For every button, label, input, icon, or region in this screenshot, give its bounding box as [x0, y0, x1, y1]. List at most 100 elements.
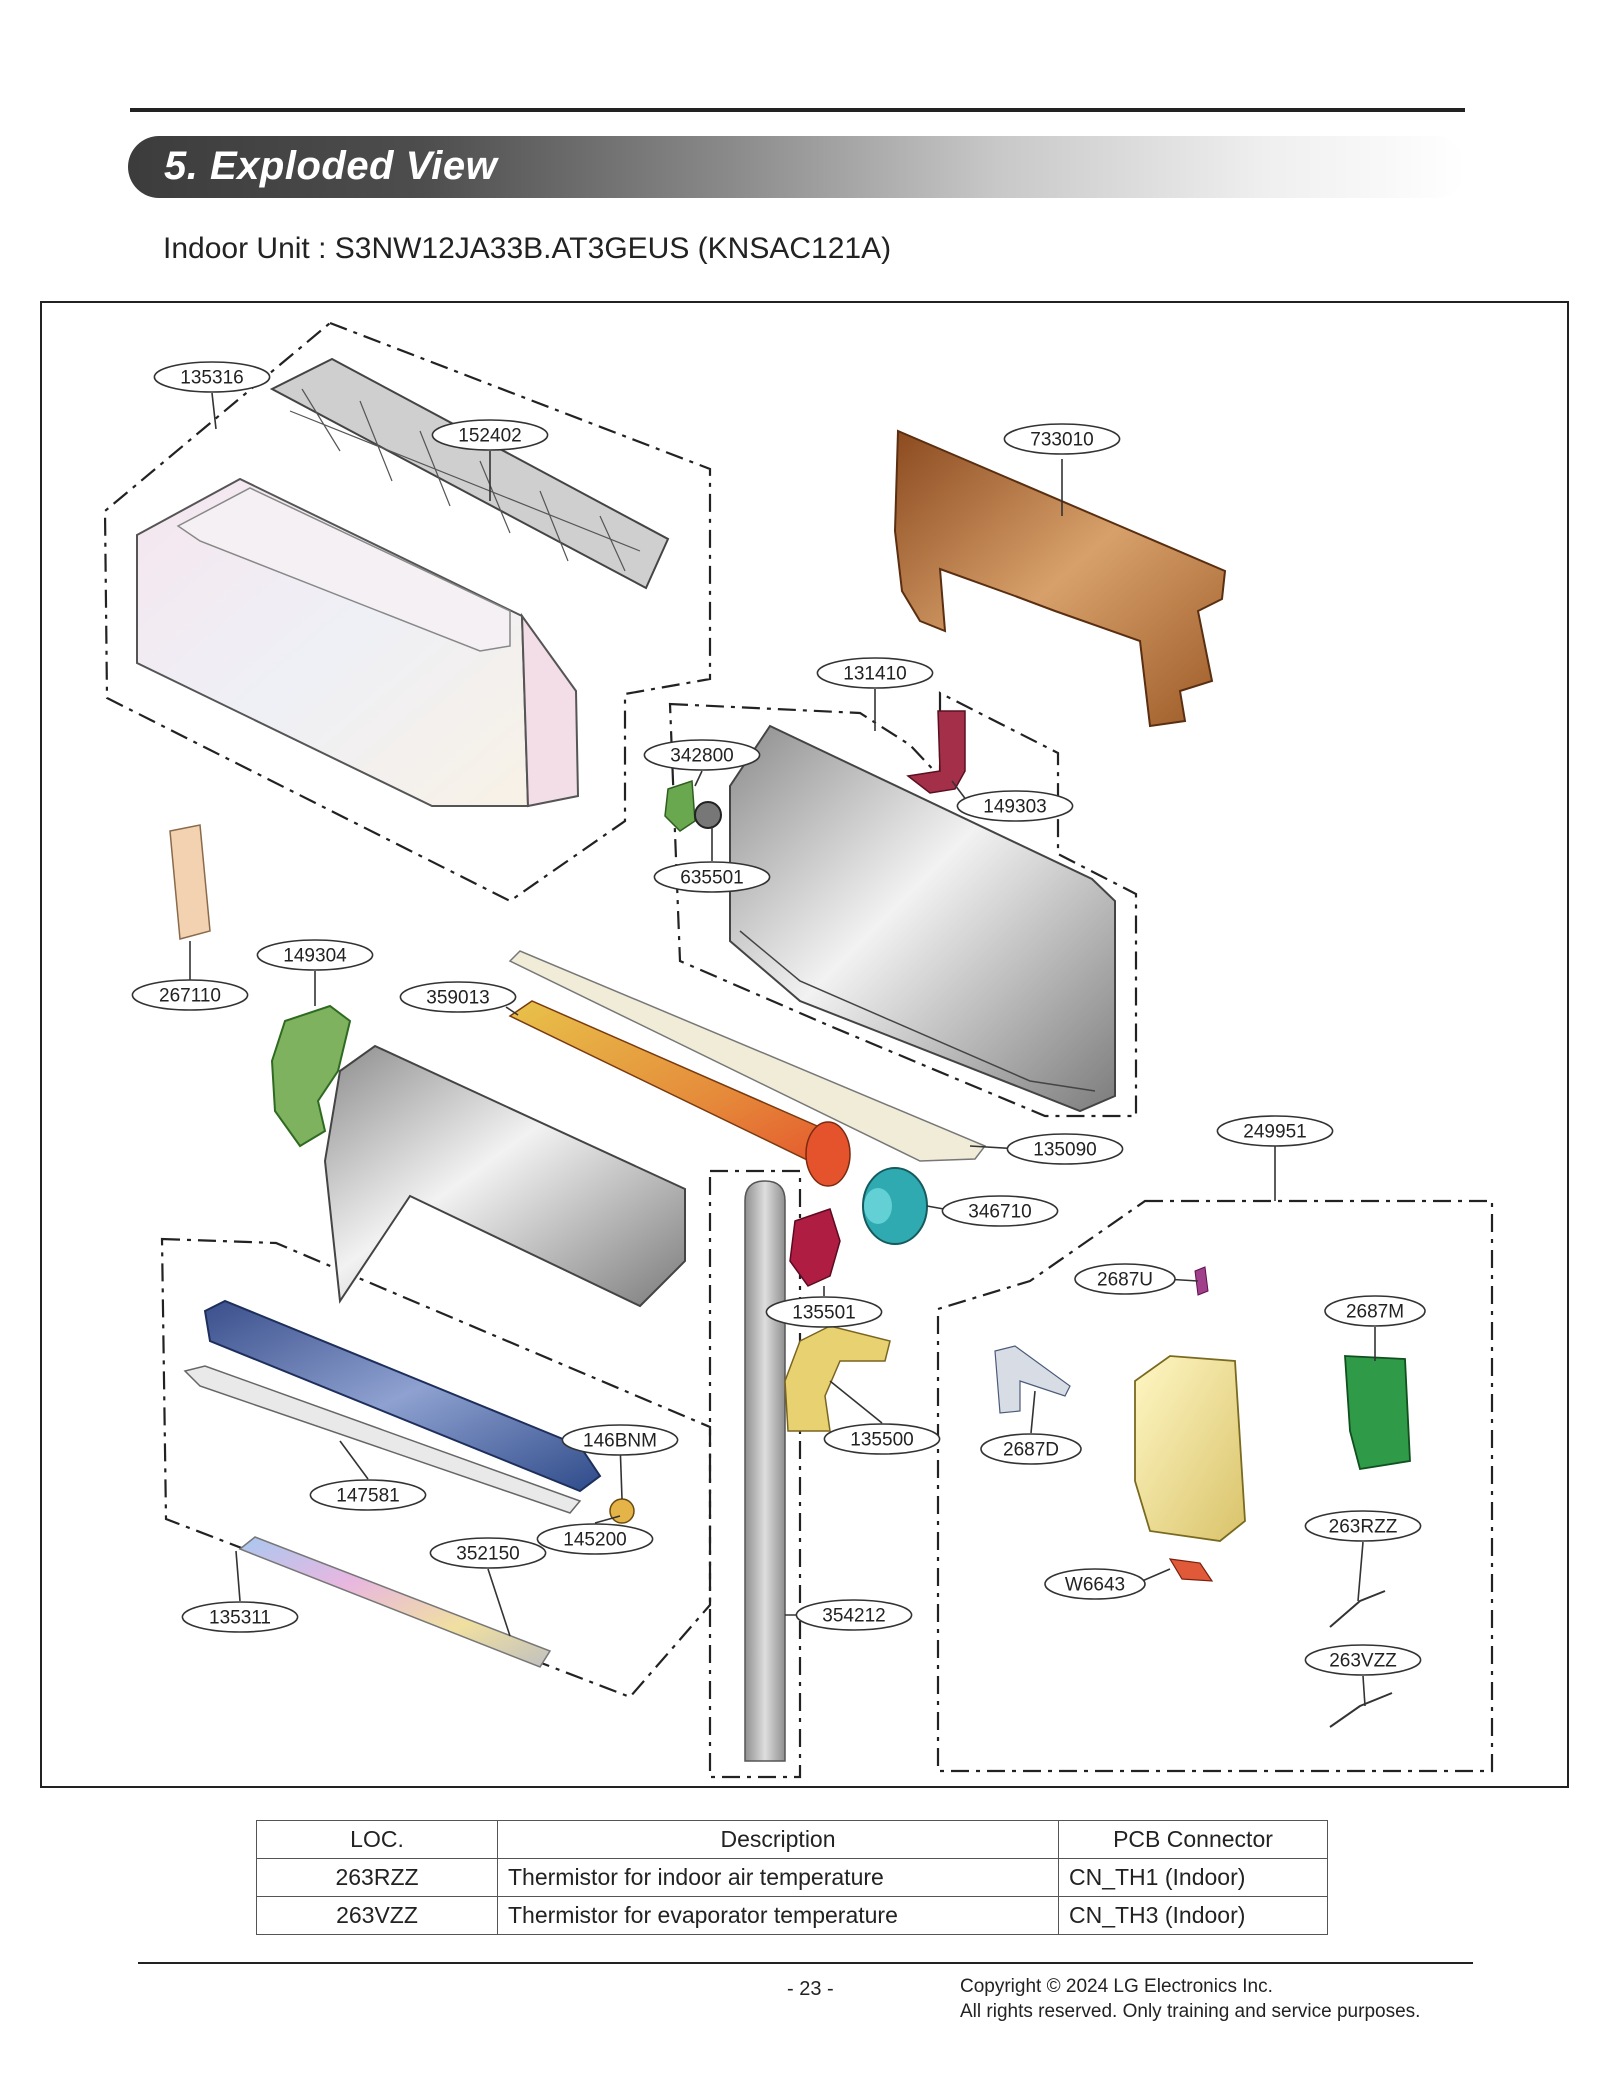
bearing-holder-illustration [664, 779, 696, 832]
part-callout-147581: 147581 [309, 1479, 427, 1511]
thermistor-263RZZ-illustration [1329, 1590, 1386, 1628]
part-callout-152402: 152402 [431, 419, 549, 451]
page-number: - 23 - [787, 1978, 834, 2000]
connector-W6643-illustration [1168, 1558, 1214, 1582]
part-callout-135090: 135090 [1006, 1133, 1124, 1165]
callout-label: 149303 [983, 797, 1046, 818]
callout-label: 147581 [336, 1486, 399, 1507]
callout-oval [1304, 1510, 1422, 1542]
duct-149303-illustration [906, 710, 966, 794]
callout-label: 149304 [283, 946, 347, 967]
bearing-illustration [694, 801, 722, 829]
callout-label: 135316 [180, 368, 243, 389]
callout-label: 146BNM [583, 1431, 657, 1452]
callout-oval [1044, 1568, 1146, 1600]
callout-oval [181, 1601, 299, 1633]
callout-oval [131, 979, 249, 1011]
front-panel-illustration [136, 477, 580, 808]
callout-label: 352150 [456, 1544, 519, 1565]
main-pcb-2687M-illustration [1344, 1355, 1411, 1471]
table-cell-description: Thermistor for evaporator temperature [497, 1896, 1059, 1935]
callout-label: 635501 [680, 868, 743, 889]
drain-hose-illustration [744, 1180, 786, 1762]
table-cell-connector: CN_TH3 (Indoor) [1058, 1896, 1328, 1935]
drain-tray-illustration [508, 950, 987, 1162]
callout-oval [653, 861, 771, 893]
callout-label: 733010 [1030, 430, 1093, 451]
table-cell-loc: 263RZZ [256, 1858, 498, 1897]
top-rule [130, 108, 1465, 112]
thermistor-263VZZ-illustration [1329, 1692, 1393, 1728]
part-callout-149303: 149303 [956, 790, 1074, 822]
part-callout-267110: 267110 [131, 979, 249, 1011]
part-callout-733010: 733010 [1003, 423, 1121, 455]
callout-label: 2687D [1003, 1440, 1059, 1461]
part-callout-W6643: W6643 [1044, 1568, 1146, 1600]
part-callout-149304: 149304 [256, 939, 374, 971]
part-callout-346710: 346710 [941, 1195, 1059, 1227]
callout-oval [765, 1296, 883, 1328]
chassis-illustration [729, 724, 1116, 1113]
part-callout-2687D: 2687D [980, 1433, 1082, 1465]
callout-label: 2687M [1346, 1302, 1404, 1323]
part-callout-146BNM: 146BNM [561, 1424, 679, 1456]
motor-cover-illustration [789, 1208, 841, 1287]
vane-rod-illustration [238, 1536, 552, 1668]
callout-label: 152402 [458, 426, 521, 447]
callout-label: 145200 [563, 1530, 626, 1551]
control-bracket-illustration [784, 1325, 891, 1432]
table-cell-connector: CN_TH1 (Indoor) [1058, 1858, 1328, 1897]
callout-label: 342800 [670, 746, 733, 767]
callout-label: 263RZZ [1329, 1517, 1398, 1538]
callout-oval [536, 1523, 654, 1555]
exploded-view-frame [40, 301, 1569, 1788]
callout-oval [1216, 1115, 1334, 1147]
callout-label: 359013 [426, 988, 489, 1009]
column-header-loc: LOC. [256, 1820, 498, 1859]
callout-label: 135501 [792, 1303, 855, 1324]
part-callout-352150: 352150 [429, 1537, 547, 1569]
pcb-connector-2687U-illustration [1194, 1266, 1209, 1296]
side-bracket-149304-illustration [270, 1004, 352, 1148]
control-box-illustration [1134, 1355, 1246, 1542]
evaporator-illustration [323, 1044, 686, 1308]
callout-oval [399, 981, 517, 1013]
callout-label: 135311 [209, 1608, 271, 1629]
cross-flow-fan-illustration [508, 1000, 851, 1187]
callout-oval [795, 1599, 913, 1631]
callout-oval [431, 419, 549, 451]
remote-controller-illustration [169, 824, 211, 940]
callout-oval [429, 1537, 547, 1569]
front-panel-group-outline [103, 321, 712, 903]
part-callout-135501: 135501 [765, 1296, 883, 1328]
pcb-2687D-illustration [994, 1345, 1071, 1414]
part-callout-2687M: 2687M [1324, 1295, 1426, 1327]
copyright-notice: Copyright © 2024 LG Electronics Inc. All… [960, 1974, 1420, 2024]
callout-oval [816, 657, 934, 689]
callout-oval [1006, 1133, 1124, 1165]
callout-oval [941, 1195, 1059, 1227]
part-callout-342800: 342800 [643, 739, 761, 771]
bottom-rule [138, 1962, 1473, 1964]
callout-oval [153, 361, 271, 393]
part-callout-359013: 359013 [399, 981, 517, 1013]
part-callout-145200: 145200 [536, 1523, 654, 1555]
copyright-line-1: Copyright © 2024 LG Electronics Inc. [960, 1976, 1273, 1997]
part-callout-135316: 135316 [153, 361, 271, 393]
part-callout-2687U: 2687U [1074, 1263, 1176, 1295]
table-row: 263RZZ Thermistor for indoor air tempera… [256, 1858, 1328, 1897]
callout-label: 263VZZ [1329, 1651, 1397, 1672]
indoor-unit-model: Indoor Unit : S3NW12JA33B.AT3GEUS (KNSAC… [163, 232, 892, 265]
part-callout-131410: 131410 [816, 657, 934, 689]
table-header-row: LOC. Description PCB Connector [256, 1820, 1328, 1859]
table-cell-description: Thermistor for indoor air temperature [497, 1858, 1059, 1897]
callout-label: W6643 [1065, 1575, 1125, 1596]
callout-label: 2687U [1097, 1270, 1153, 1291]
callout-oval [309, 1479, 427, 1511]
callout-label: 135500 [850, 1430, 913, 1451]
callout-oval [980, 1433, 1082, 1465]
exploded-view-diagram: 135316 152402 733010 131410 342800 149303 6355… [103, 321, 1494, 1779]
callout-label: 135090 [1033, 1140, 1096, 1161]
callout-label: 131410 [843, 664, 906, 685]
part-callout-635501: 635501 [653, 861, 771, 893]
